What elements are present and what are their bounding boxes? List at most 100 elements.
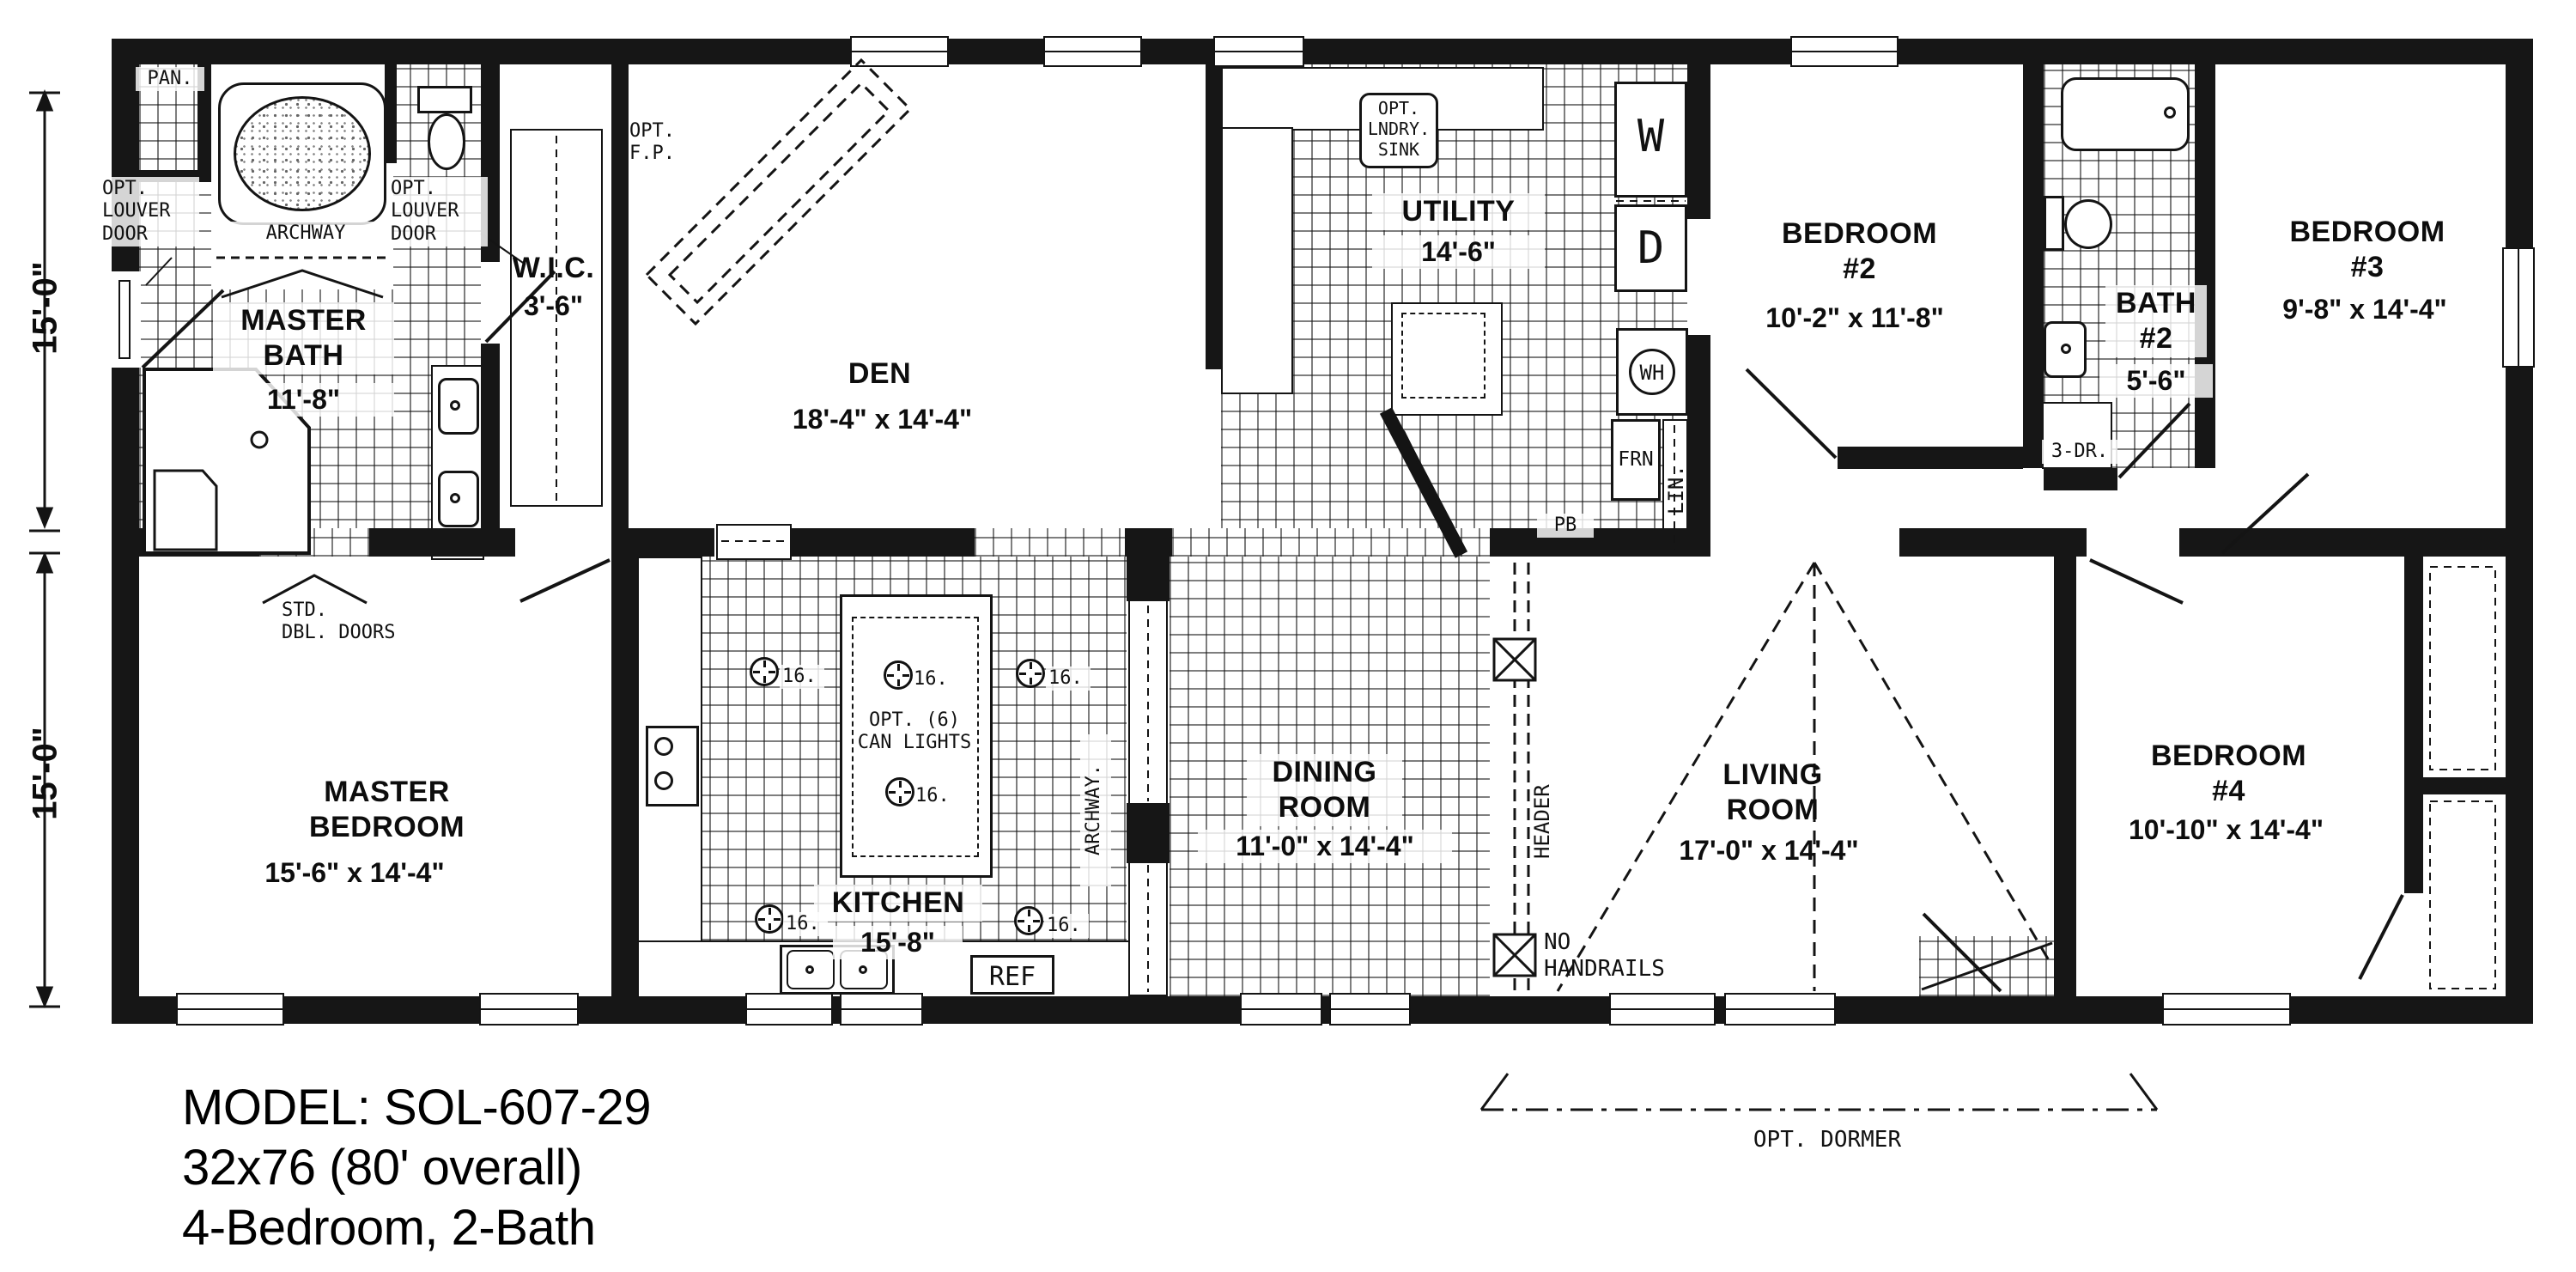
dining-floor (1170, 557, 1490, 996)
sink-drain-icon (450, 493, 460, 503)
room-size-dining: 11'-0" x 14'-4" (1198, 830, 1452, 863)
light-spacing-label: 16. (780, 665, 824, 690)
dimension-lines (29, 88, 60, 1009)
wall-wic-den (611, 64, 629, 557)
wall-bath2-bottom (2044, 468, 2117, 490)
opt-fireplace-label: OPT. F.P. (629, 120, 675, 165)
tub-drain-icon (2164, 107, 2176, 119)
wall-bed2-bath2 (2023, 64, 2044, 468)
wall-den-utility (1206, 64, 1221, 369)
can-light-icon (884, 660, 913, 690)
light-spacing-label: 16. (914, 668, 948, 690)
wall-exterior-top (112, 39, 2533, 64)
window (1609, 993, 1716, 1026)
refrigerator-box (970, 955, 1054, 995)
window (840, 993, 923, 1026)
room-label-bedroom2: BEDROOM #2 (1781, 217, 1938, 285)
plumbing-box-label: PB (1537, 514, 1594, 539)
wall-bath2-bed3 (2195, 64, 2215, 468)
wall-bed4-closet (2404, 557, 2423, 893)
entry-floor-pad (1919, 936, 2054, 996)
room-label-utility: UTILITY (1372, 193, 1545, 230)
sink-drain-icon (450, 400, 460, 411)
wall-kitchen-dining-b (1127, 803, 1170, 863)
wall-bath-wic-lower (481, 344, 500, 557)
archway-label: ARCHWAY (230, 222, 381, 246)
window (850, 36, 949, 67)
stove-icon (646, 726, 699, 806)
sink-basin-icon (787, 950, 835, 989)
window (1790, 36, 1899, 67)
wall-kitchen-dining-a (1127, 557, 1170, 601)
toilet-tank-icon (2044, 196, 2064, 251)
label-leader-line (145, 233, 526, 286)
opt-dormer-label: OPT. DORMER (1753, 1127, 1902, 1153)
window (1213, 36, 1304, 67)
furnace-box (1611, 419, 1661, 501)
wall-pantry-right (197, 64, 211, 182)
window (2502, 247, 2535, 368)
cased-opening-centerlines (721, 540, 1149, 992)
room-label-bath2: BATH #2 (2105, 285, 2207, 357)
burner-icon (654, 771, 673, 790)
three-drawer-label: 3-DR. (2042, 440, 2117, 465)
wall-tub-divider (385, 64, 397, 163)
dimension-label-upper: 15'-0" (26, 261, 64, 355)
can-light-icon (1014, 906, 1043, 935)
den-dining-gap-tile (1172, 528, 1490, 557)
wall-utility-bed2-lower (1687, 335, 1710, 557)
wall-mid (1899, 528, 2087, 557)
room-size-master-bedroom: 15'-6" x 14'-4" (264, 857, 445, 888)
opt-louver-door-label: OPT. LOUVER DOOR (100, 177, 199, 247)
den-kitchen-gap-tile (975, 528, 1125, 557)
window (1043, 36, 1142, 67)
wall-utility-bed2-upper (1687, 64, 1710, 219)
light-spacing-label: 16. (1046, 666, 1091, 691)
entry-threshold-line (1921, 941, 2053, 991)
furnace-label: FRN (1618, 448, 1654, 471)
opt-laundry-sink-label: OPT. LNDRY. SINK (1367, 98, 1431, 160)
utility-left-counter (1221, 127, 1293, 394)
water-heater-icon (1629, 349, 1675, 395)
room-size-kitchen: 15'-8" (833, 926, 963, 959)
no-handrails-label: NO HANDRAILS (1544, 929, 1665, 983)
wall-mbed-kitchen (611, 557, 637, 996)
kitchen-island-dashed (852, 617, 979, 857)
toilet-bowl-icon (428, 113, 465, 170)
header-line (1513, 563, 1530, 991)
opt-appliance-dashed (1401, 313, 1485, 399)
room-size-bath2: 5'-6" (2099, 364, 2213, 398)
room-label-master-bedroom: MASTER BEDROOM (308, 776, 465, 843)
room-label-bedroom3: BEDROOM #3 (2289, 216, 2445, 283)
room-size-wic: 3'-6" (523, 290, 584, 321)
room-label-master-bath: MASTER BATH (213, 302, 394, 374)
linen-label: LIN. (1664, 465, 1688, 514)
model-size: 32x76 (80' overall) (182, 1140, 582, 1196)
toilet-bowl-icon (2064, 199, 2112, 249)
header-label: HEADER (1530, 784, 1554, 860)
sink-drain-icon (2061, 344, 2071, 354)
wall-mid (1490, 528, 1709, 557)
sink-icon (2044, 321, 2087, 378)
can-light-icon (1016, 659, 1045, 688)
wall-mid (1125, 528, 1172, 557)
bathtub-basin-icon (234, 96, 371, 211)
window (1240, 993, 1322, 1026)
can-light-icon (755, 904, 784, 934)
louver-door-opening (108, 271, 141, 368)
room-size-living: 17'-0" x 14'-4" (1679, 835, 1859, 866)
water-heater-label: WH (1639, 361, 1665, 385)
model-config: 4-Bedroom, 2-Bath (182, 1200, 596, 1256)
utility-angled-wall (1379, 407, 1468, 558)
dryer-box (1614, 204, 1687, 292)
sink-drain-icon (805, 965, 814, 974)
room-label-kitchen: KITCHEN (814, 885, 982, 922)
window (1724, 993, 1836, 1026)
room-size-utility: 14'-6" (1372, 235, 1545, 269)
room-size-bedroom3: 9'-8" x 14'-4" (2282, 294, 2447, 325)
wall-exterior-right (2506, 39, 2533, 1024)
wall-living-bed4 (2054, 557, 2076, 996)
refrigerator-label: REF (988, 962, 1036, 992)
window (176, 993, 284, 1026)
